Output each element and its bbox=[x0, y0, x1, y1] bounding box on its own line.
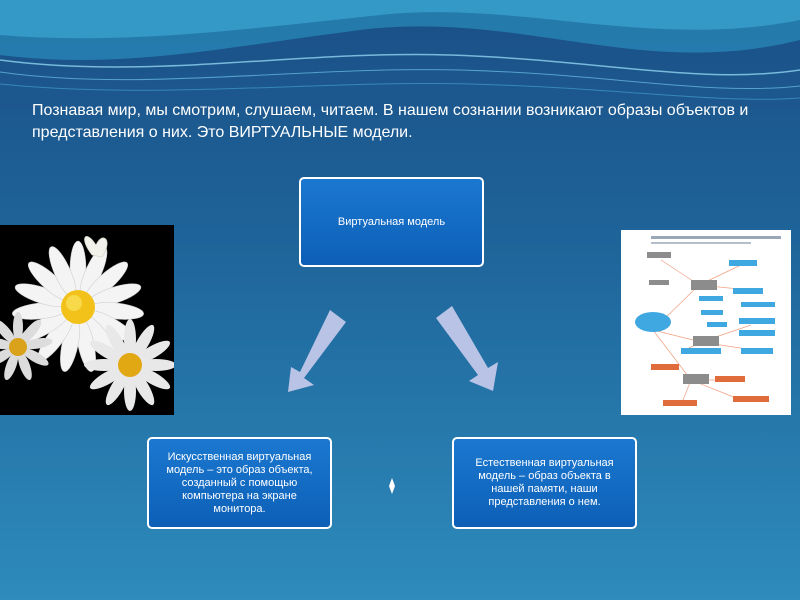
virtual-model-box: Виртуальная модель bbox=[299, 177, 484, 267]
infographic-thumbnail bbox=[621, 230, 791, 415]
daisy-flower-secondary bbox=[84, 319, 174, 411]
natural-model-label: Естественная виртуальная модель – образ … bbox=[475, 457, 614, 508]
diamond-marker bbox=[389, 478, 395, 494]
arrow-right bbox=[436, 306, 498, 391]
natural-model-box: Естественная виртуальная модель – образ … bbox=[452, 437, 637, 529]
daisy-flower-small bbox=[0, 312, 53, 380]
artificial-model-label: Искусственная виртуальная модель – это о… bbox=[166, 450, 313, 515]
butterfly-icon bbox=[84, 236, 108, 258]
virtual-model-label: Виртуальная модель bbox=[337, 215, 446, 228]
daisy-photo bbox=[0, 225, 174, 415]
artificial-model-box: Искусственная виртуальная модель – это о… bbox=[147, 437, 332, 529]
decorative-waves bbox=[0, 0, 800, 100]
arrow-left bbox=[288, 310, 346, 392]
intro-text: Познавая мир, мы смотрим, слушаем, читае… bbox=[32, 102, 749, 141]
